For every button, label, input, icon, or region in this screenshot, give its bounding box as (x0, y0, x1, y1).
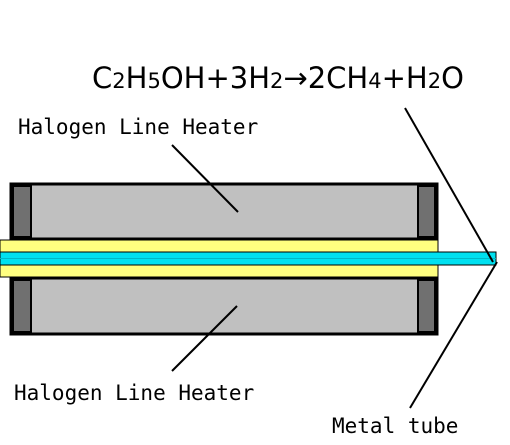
top-heater-body (9, 182, 439, 241)
bottom-heater-left-cap (12, 279, 32, 333)
top-heater-label: Halogen Line Heater (18, 115, 258, 139)
bottom-halogen-heater (9, 276, 439, 336)
equation-leader (404, 107, 494, 263)
top-heater-right-cap (417, 185, 436, 238)
bottom-heater-leader (171, 305, 238, 372)
top-heater-leader (171, 144, 239, 213)
bottom-heater-label: Halogen Line Heater (14, 381, 254, 405)
metal-tube-leader (409, 261, 498, 409)
metal-tube (0, 251, 497, 266)
bottom-heater-right-cap (417, 279, 436, 333)
top-halogen-heater (9, 182, 439, 241)
reaction-equation: C2H5OH+3H2→2CH4+H2O (92, 61, 464, 95)
top-heater-left-cap (12, 185, 32, 238)
metal-tube-label: Metal tube (332, 414, 458, 438)
bottom-heater-body (9, 276, 439, 336)
